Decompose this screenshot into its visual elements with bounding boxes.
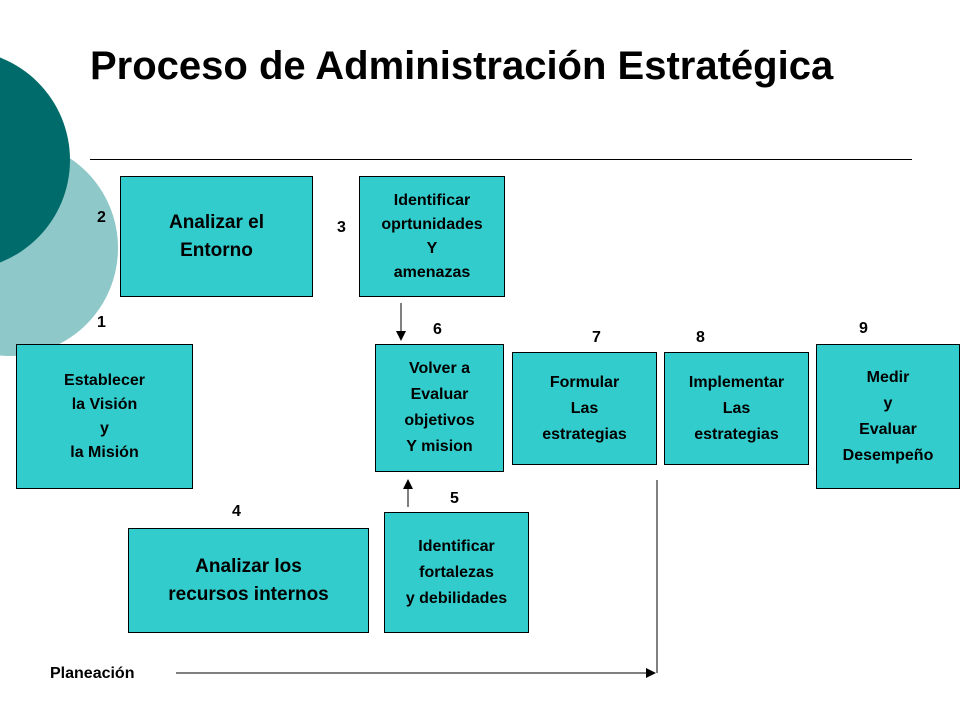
step-box-establecer-vision: Establecer la Visión y la Misión xyxy=(16,344,193,489)
step-label-8: Implementar Las estrategias xyxy=(688,373,785,443)
step-label-7: Formular Las estrategias xyxy=(542,373,627,443)
step-label-4: Analizar los recursos internos xyxy=(168,555,329,605)
step-box-volver-evaluar: Volver a Evaluar objetivos Y mision xyxy=(375,344,504,472)
step-box-analizar-recursos: Analizar los recursos internos xyxy=(128,528,369,633)
dark-circle xyxy=(0,57,70,263)
step-number-6: 6 xyxy=(433,321,442,338)
step-box-formular-estrategias: Formular Las estrategias xyxy=(512,352,657,465)
step-label-1: Establecer la Visión y la Misión xyxy=(64,371,145,461)
step-box-analizar-entorno: Analizar el Entorno xyxy=(120,176,313,297)
step-label-5: Identificar fortalezas y debilidades xyxy=(405,537,508,607)
page-title: Proceso de Administración Estratégica xyxy=(90,44,834,88)
step-number-8: 8 xyxy=(696,329,705,346)
step-box-identificar-oportunidades: Identificar oprtunidades Y amenazas xyxy=(359,176,505,297)
step-box-identificar-fortalezas: Identificar fortalezas y debilidades xyxy=(384,512,529,633)
step-number-9: 9 xyxy=(859,320,868,337)
step-number-1: 1 xyxy=(97,314,106,331)
step-label-2: Analizar el Entorno xyxy=(168,211,265,261)
step-box-medir-evaluar: Medir y Evaluar Desempeño xyxy=(816,344,960,489)
step-label-6: Volver a Evaluar objetivos Y mision xyxy=(404,360,475,455)
planeacion-label: Planeación xyxy=(50,665,135,682)
step-label-9: Medir y Evaluar Desempeño xyxy=(842,368,934,464)
step-box-implementar-estrategias: Implementar Las estrategias xyxy=(664,352,809,465)
step-number-4: 4 xyxy=(232,503,241,520)
step-number-5: 5 xyxy=(450,490,459,507)
title-divider xyxy=(90,159,912,160)
step-number-7: 7 xyxy=(592,329,601,346)
step-label-3: Identificar oprtunidades Y amenazas xyxy=(381,191,483,281)
step-number-2: 2 xyxy=(97,209,106,226)
step-number-3: 3 xyxy=(337,219,346,236)
